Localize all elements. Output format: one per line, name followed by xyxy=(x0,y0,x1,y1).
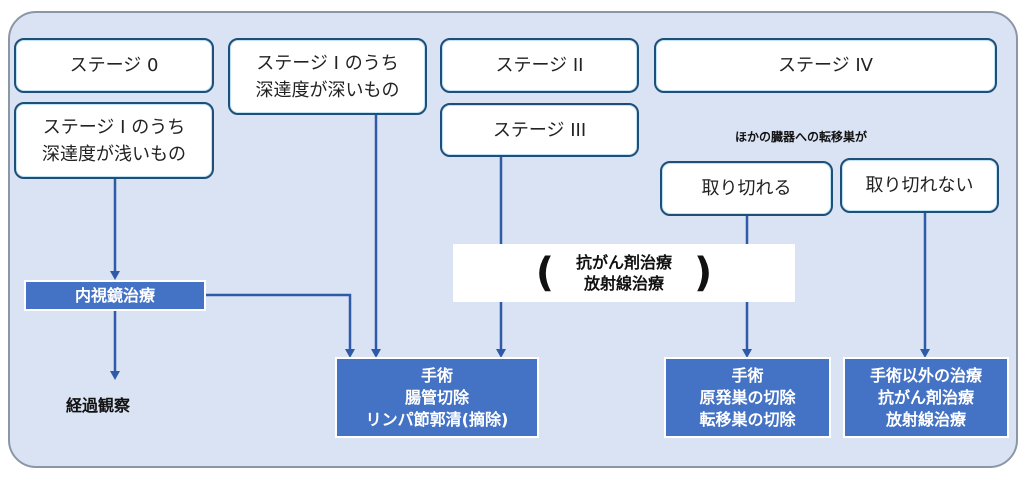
metastasis-label: ほかの臓器への転移巣が xyxy=(735,130,868,144)
stage-4-box: ステージ IV xyxy=(654,38,997,93)
unresectable-box: 取り切れない xyxy=(840,158,999,213)
close-paren: ) xyxy=(694,250,713,296)
chemo-label: 抗がん剤治療 xyxy=(575,253,672,272)
surgery-main-line2: 腸管切除 xyxy=(404,387,469,407)
surgery-main-line3: リンパ節郭清(摘除) xyxy=(365,409,509,429)
stage-1-shallow-line2: 深達度が浅いもの xyxy=(42,143,186,165)
stage-1-deep-line2: 深達度が深いもの xyxy=(255,79,400,101)
resectable-box: 取り切れる xyxy=(660,161,833,216)
surgery-metastasis-box: 手術 原発巣の切除 転移巣の切除 xyxy=(664,357,831,438)
stage-1-shallow-box: ステージ I のうち 深達度が浅いもの xyxy=(14,102,214,179)
unresectable-label: 取り切れない xyxy=(865,175,974,196)
endoscopic-treatment-box: 内視鏡治療 xyxy=(24,280,206,311)
non-surgery-line3: 放射線治療 xyxy=(885,409,966,429)
surgery-metastasis-line1: 手術 xyxy=(731,365,764,385)
stage-3-label: ステージ III xyxy=(492,119,587,141)
non-surgery-line1: 手術以外の治療 xyxy=(869,365,982,385)
stage-2-box: ステージ II xyxy=(440,38,639,93)
stage-3-box: ステージ III xyxy=(440,103,639,157)
open-paren: ( xyxy=(535,250,554,296)
stage-1-deep-line1: ステージ I のうち xyxy=(256,52,399,74)
observation-label: 経過観察 xyxy=(66,396,131,415)
endoscopic-label: 内視鏡治療 xyxy=(74,285,155,305)
stage-0-label: ステージ 0 xyxy=(69,55,159,76)
chemo-radiation-text: 抗がん剤治療 放射線治療 xyxy=(576,252,672,294)
surgery-main-box: 手術 腸管切除 リンパ節郭清(摘除) xyxy=(335,357,539,438)
radiation-label: 放射線治療 xyxy=(583,274,664,293)
resectable-label: 取り切れる xyxy=(701,178,792,199)
non-surgery-line2: 抗がん剤治療 xyxy=(877,387,974,407)
stage-4-label: ステージ IV xyxy=(778,55,873,76)
stage-1-shallow-line1: ステージ I のうち xyxy=(42,116,186,138)
stage-0-box: ステージ 0 xyxy=(14,38,214,93)
stage-2-label: ステージ II xyxy=(495,55,584,76)
chemo-radiation-box: ( 抗がん剤治療 放射線治療 ) xyxy=(453,244,795,302)
surgery-main-line1: 手術 xyxy=(420,365,453,385)
stage-1-deep-box: ステージ I のうち 深達度が深いもの xyxy=(228,38,427,115)
surgery-metastasis-line2: 原発巣の切除 xyxy=(699,387,796,407)
surgery-metastasis-line3: 転移巣の切除 xyxy=(699,409,796,429)
non-surgery-box: 手術以外の治療 抗がん剤治療 放射線治療 xyxy=(843,357,1009,438)
